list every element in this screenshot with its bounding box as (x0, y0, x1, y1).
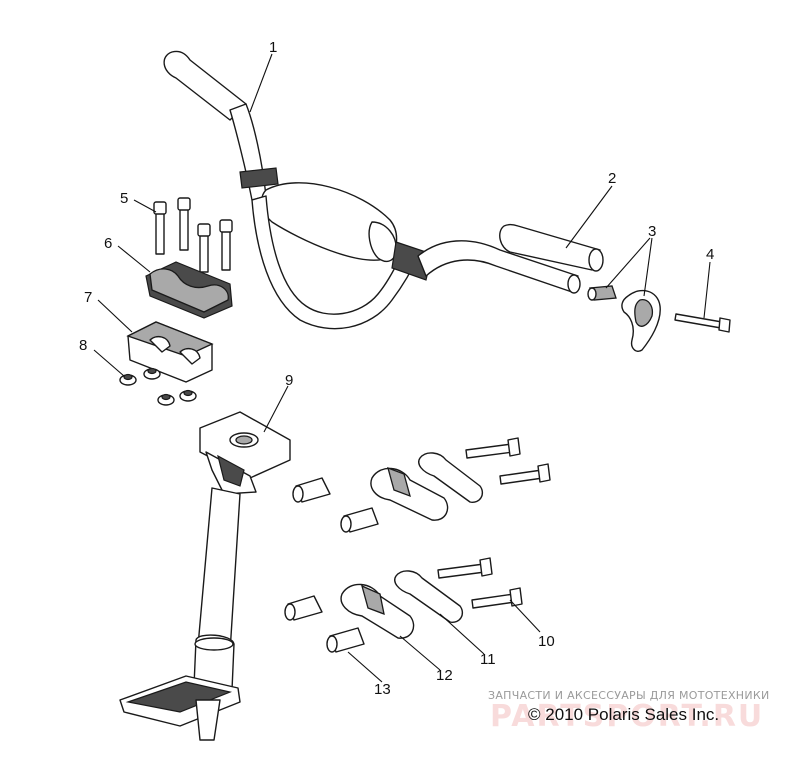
lower-bracket-set (284, 557, 523, 653)
callout-7: 7 (84, 289, 92, 306)
upper-bracket-set (292, 437, 551, 533)
leader-lines (93, 53, 711, 683)
callout-labels: 1 2 3 4 5 6 7 8 9 10 11 12 13 (79, 39, 714, 698)
callout-4: 4 (706, 246, 714, 263)
copyright-text: © 2010 Polaris Sales Inc. (528, 705, 720, 724)
callout-6: 6 (104, 235, 112, 252)
callout-12: 12 (436, 667, 453, 684)
grip (499, 223, 604, 272)
callout-3: 3 (648, 223, 656, 240)
callout-10: 10 (538, 633, 555, 650)
throttle-screw (674, 313, 731, 333)
flange-nuts (119, 367, 197, 406)
lower-clamp (126, 321, 214, 383)
upper-clamp (145, 261, 233, 319)
callout-2: 2 (608, 170, 616, 187)
throttle-assembly (587, 285, 661, 352)
steering-post (119, 411, 291, 741)
callout-1: 1 (269, 39, 277, 56)
callout-8: 8 (79, 337, 87, 354)
callout-13: 13 (374, 681, 391, 698)
cap-screws (153, 197, 233, 273)
handlebar (163, 50, 581, 330)
callout-5: 5 (120, 190, 128, 207)
watermark-caption: ЗАПЧАСТИ И АКСЕССУАРЫ ДЛЯ МОТОТЕХНИКИ (488, 689, 770, 702)
callout-11: 11 (480, 651, 496, 668)
watermark-logo: PARTSPORT.RU (490, 699, 765, 734)
callout-9: 9 (285, 372, 293, 389)
